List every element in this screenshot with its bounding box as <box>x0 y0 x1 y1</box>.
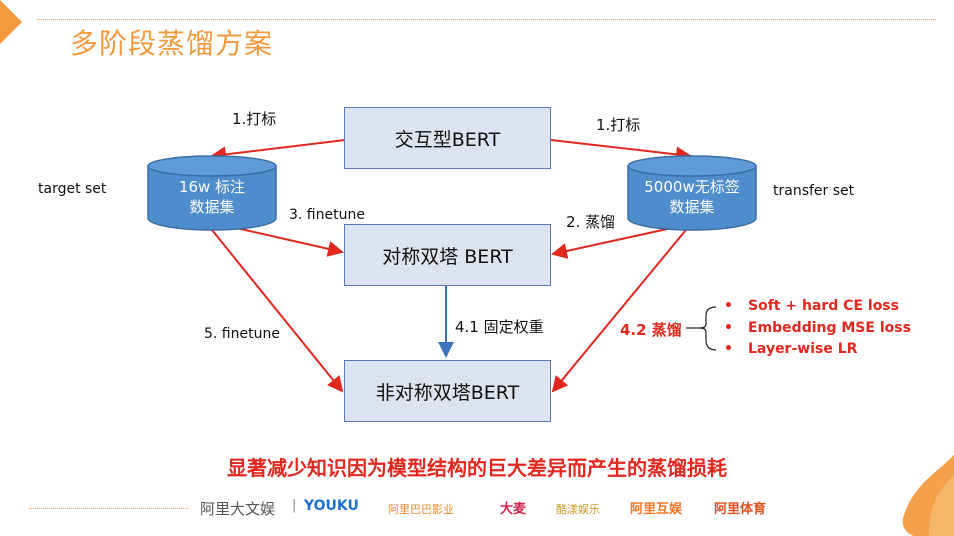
footer-separator: | <box>292 498 297 513</box>
footer-logo-ali-sports: 阿里体育 <box>714 502 767 517</box>
footer-logo-damai: 大麦 <box>500 502 527 517</box>
distill-method-item: Embedding MSE loss <box>724 320 911 342</box>
footer-logo-ali-game: 阿里互娱 <box>630 502 683 517</box>
target-dataset-line1: 16w 标注 <box>179 178 245 196</box>
edge-label-to-target <box>210 139 346 163</box>
edge-label-distill2: 2. 蒸馏 <box>566 213 616 231</box>
tagline: 显著减少知识因为模型结构的巨大差异而产生的蒸馏损耗 <box>227 456 727 480</box>
corner-flame-bottom-right <box>902 455 954 536</box>
title-divider <box>36 19 936 20</box>
distill-method-item: Soft + hard CE loss <box>724 298 911 320</box>
asymmetric-bert-box: 非对称双塔BERT <box>344 360 551 422</box>
edge-label-fix-weights: 4.1 固定权重 <box>455 318 544 336</box>
edge-label-right: 1.打标 <box>596 116 641 134</box>
footer-logo-youku: YOUKU <box>304 498 359 514</box>
edge-label-distill42: 4.2 蒸馏 <box>620 321 682 339</box>
target-dataset-line2: 数据集 <box>189 198 234 216</box>
side-label-target: target set <box>38 181 107 197</box>
transfer-dataset-cylinder: 5000w无标签 数据集 <box>627 155 757 231</box>
distill-methods-list: Soft + hard CE loss Embedding MSE loss L… <box>724 298 911 363</box>
distill-method-item: Layer-wise LR <box>724 341 911 363</box>
side-label-transfer: transfer set <box>773 183 855 199</box>
footer-logo-coolyang: 酷漾娱乐 <box>556 503 600 516</box>
target-dataset-cylinder: 16w 标注 数据集 <box>147 155 277 231</box>
transfer-dataset-line2: 数据集 <box>669 198 714 216</box>
page-title: 多阶段蒸馏方案 <box>70 27 274 60</box>
corner-triangle-top-left <box>0 0 22 44</box>
method-brace <box>699 306 717 351</box>
interactive-bert-box: 交互型BERT <box>344 107 551 169</box>
transfer-dataset-line1: 5000w无标签 <box>644 178 739 196</box>
edge-distill-42 <box>551 224 691 393</box>
edge-label-left: 1.打标 <box>232 110 277 128</box>
footer-divider <box>28 508 188 509</box>
symmetric-bert-box: 对称双塔 BERT <box>344 224 551 286</box>
edge-finetune-5 <box>207 224 344 393</box>
edge-label-finetune5: 5. finetune <box>204 326 280 342</box>
footer-brand: 阿里大文娱 <box>200 500 276 518</box>
edge-label-finetune3: 3. finetune <box>289 207 365 223</box>
edge-label-to-transfer <box>550 139 692 163</box>
footer-logo-alibaba-pictures: 阿里巴巴影业 <box>388 503 454 516</box>
